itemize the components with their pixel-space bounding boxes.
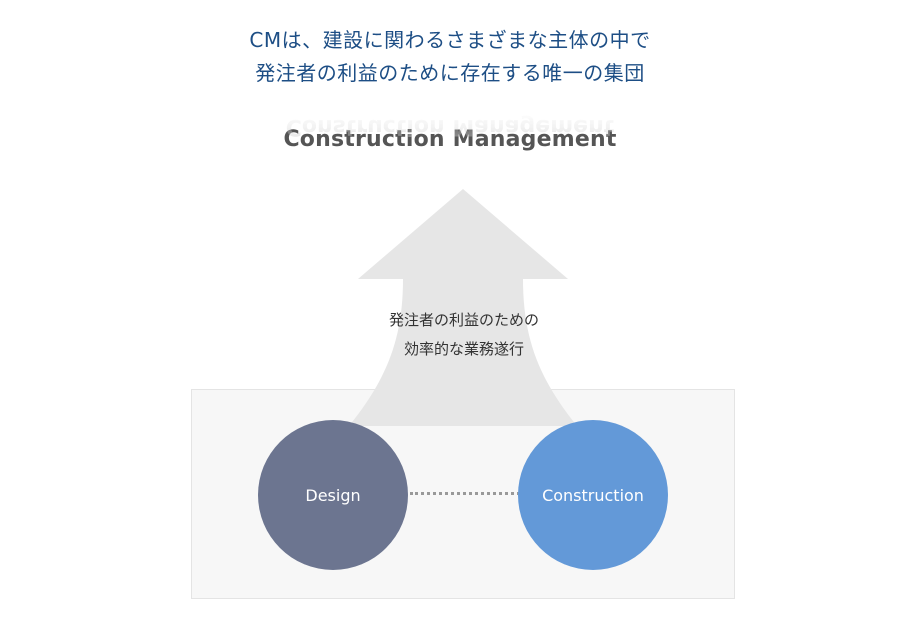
design-node: Design (258, 420, 408, 570)
benefit-text: 発注者の利益のための 効率的な業務遂行 (0, 306, 900, 364)
dotted-connector (410, 492, 520, 495)
headline-line-1: CMは、建設に関わるさまざまな主体の中で (249, 28, 651, 52)
headline: CMは、建設に関わるさまざまな主体の中で 発注者の利益のために存在する唯一の集団 (0, 24, 900, 90)
cm-title: Construction Management (283, 127, 617, 152)
construction-node-label: Construction (542, 485, 644, 505)
cm-title-wrap: Construction Management (0, 126, 900, 154)
headline-line-2: 発注者の利益のために存在する唯一の集団 (255, 61, 645, 85)
benefit-text-line-2: 効率的な業務遂行 (403, 340, 524, 358)
upward-arrow-shape (349, 189, 577, 426)
design-node-label: Design (305, 485, 361, 505)
benefit-text-line-1: 発注者の利益のための (388, 311, 539, 329)
construction-node: Construction (518, 420, 668, 570)
